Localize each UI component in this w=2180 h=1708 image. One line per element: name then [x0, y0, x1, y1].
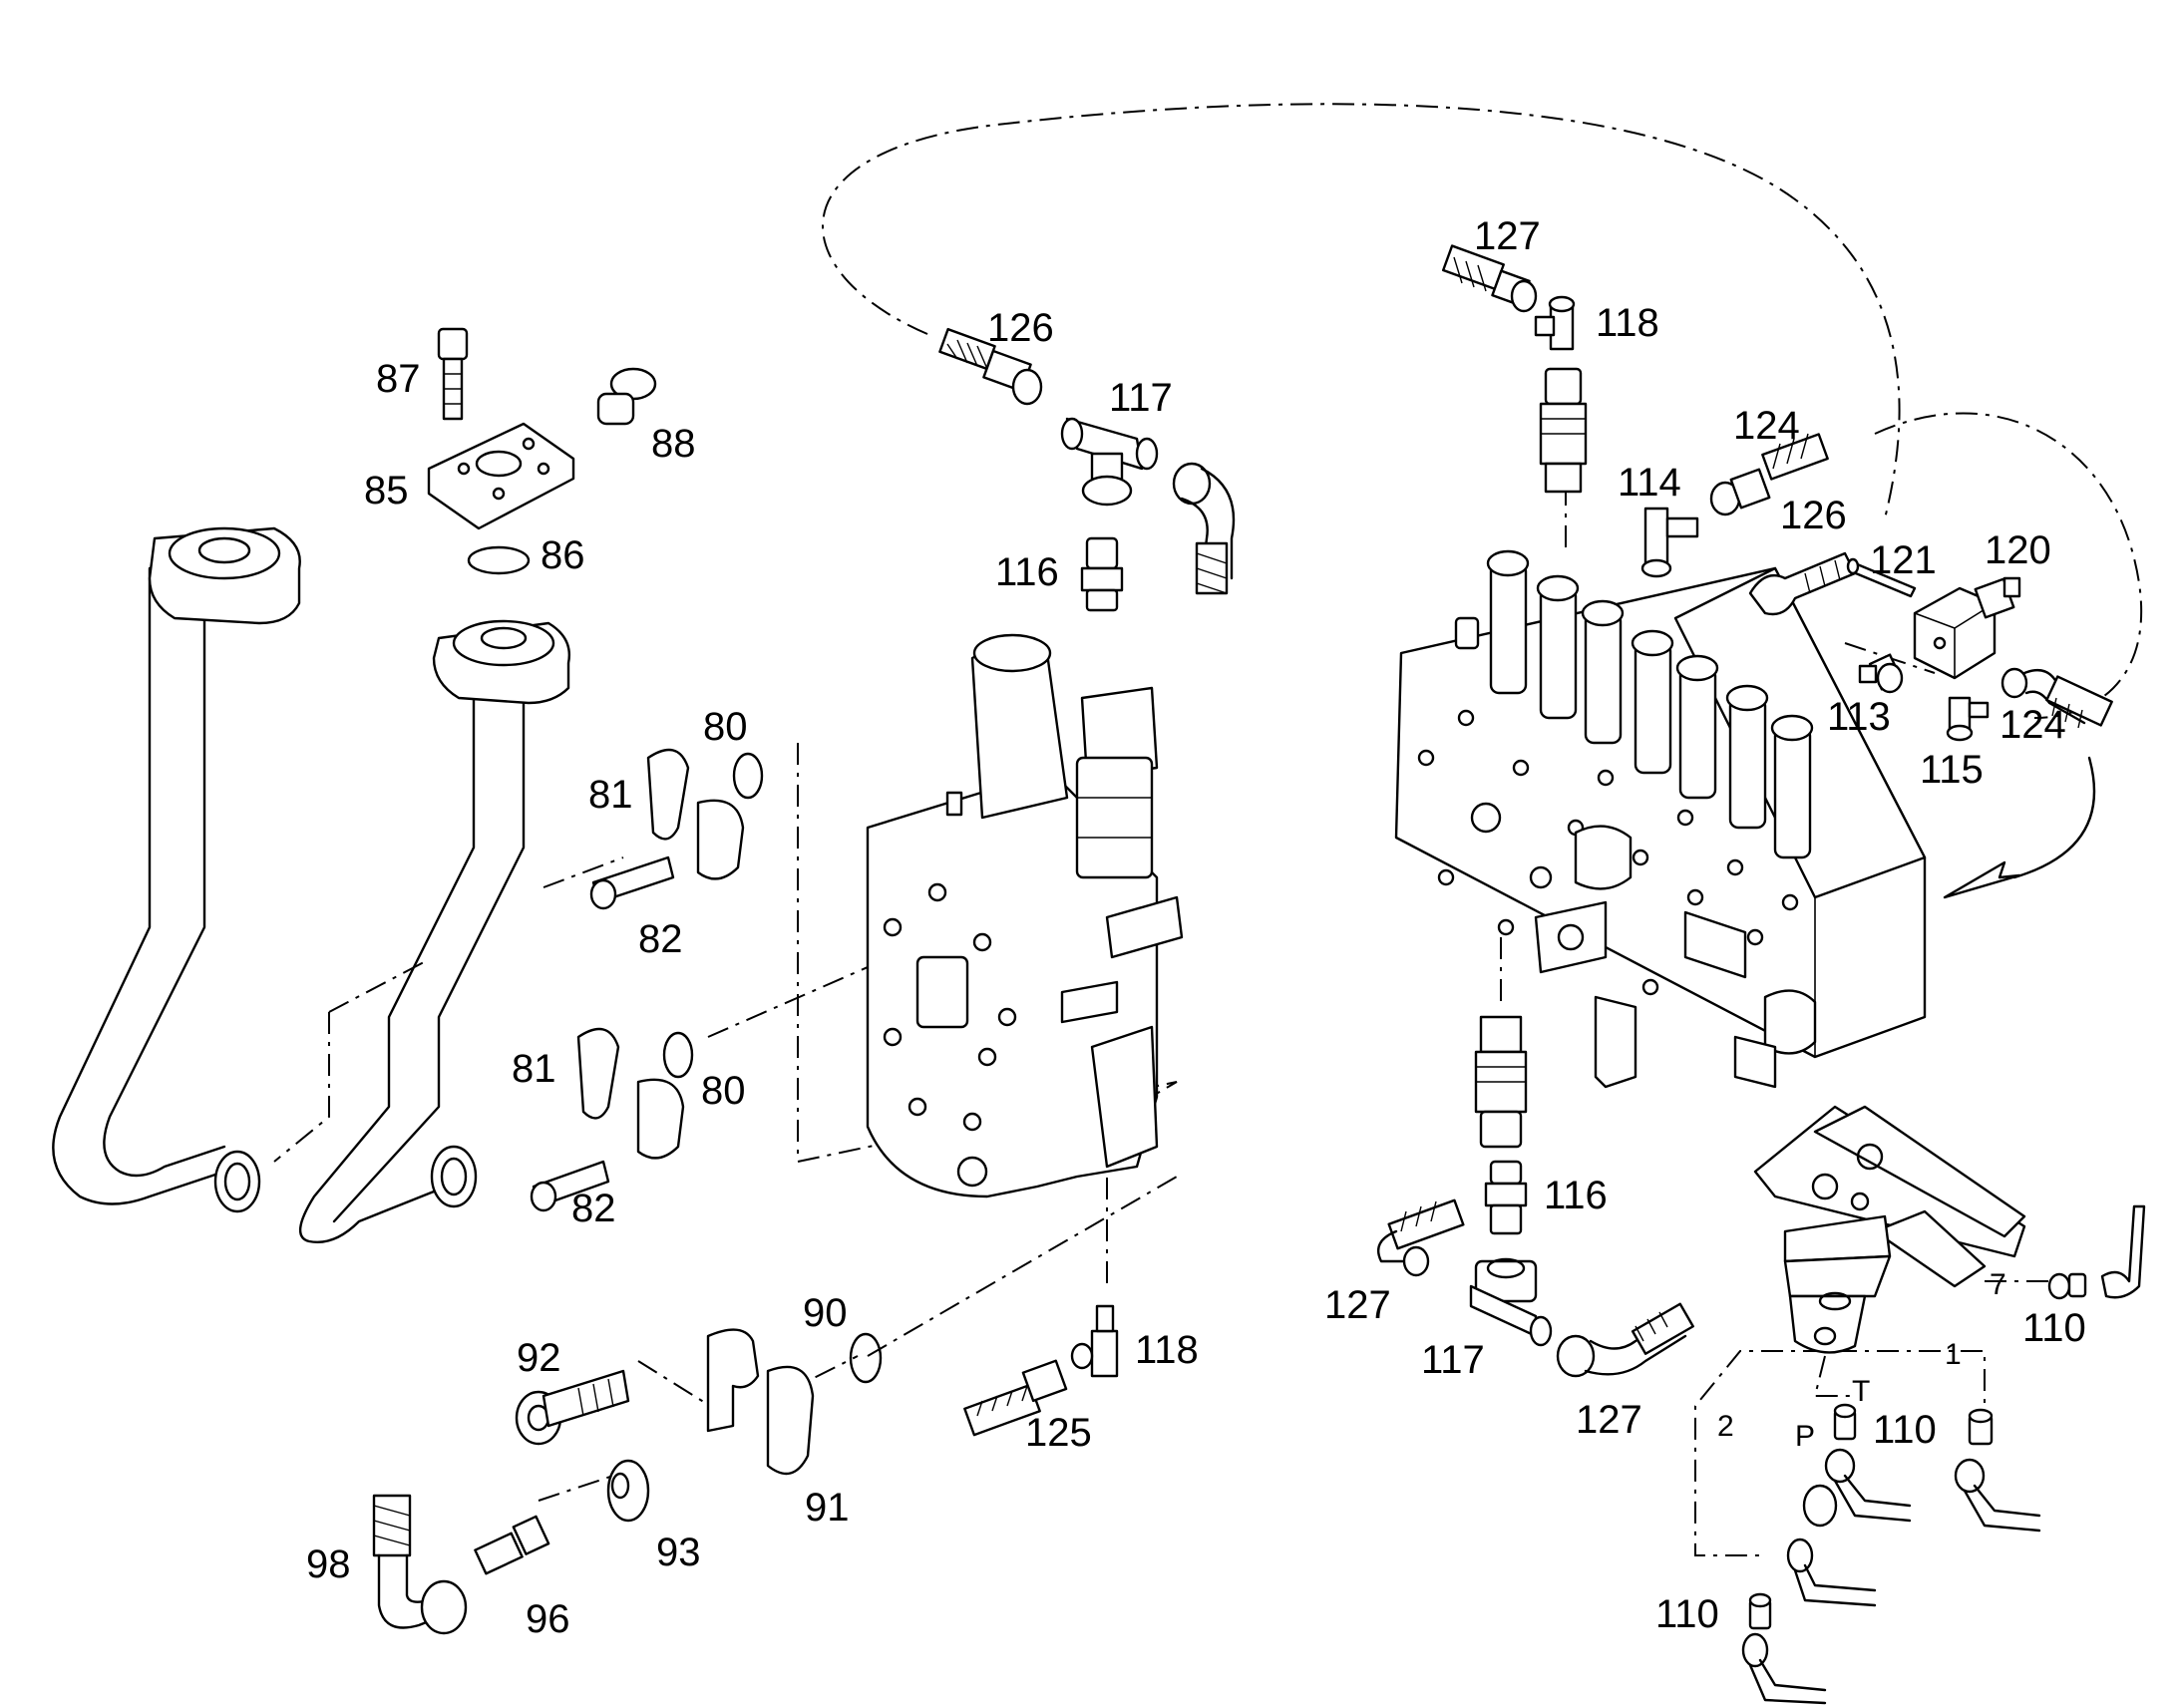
- callout-80: 80: [703, 705, 748, 749]
- fitting-116-left: [1080, 536, 1124, 612]
- o-ring-90: [849, 1332, 883, 1384]
- washer-93: [606, 1459, 650, 1523]
- o-ring-86: [467, 545, 531, 575]
- callout-91: 91: [805, 1486, 850, 1530]
- callout-98: 98: [306, 1542, 351, 1586]
- pressure-tube-left: [52, 526, 301, 1213]
- callout-110: 110: [2022, 1306, 2086, 1350]
- callout-124: 124: [1999, 703, 2066, 747]
- screw-87: [437, 327, 469, 421]
- elbow-118-top: [1534, 295, 1576, 351]
- hose-126-left: [938, 327, 1043, 406]
- callout-85: 85: [364, 469, 409, 512]
- pedal-hoses: [1741, 1448, 2041, 1705]
- callout-110: 110: [1655, 1592, 1719, 1636]
- callout-127: 127: [1324, 1283, 1391, 1327]
- elbow-hose-98: [372, 1494, 468, 1635]
- callout-81: 81: [512, 1047, 556, 1091]
- callout-86: 86: [541, 533, 585, 577]
- callout-127: 127: [1474, 214, 1541, 258]
- cartridge-lower: [1474, 1015, 1528, 1149]
- elbow-113: [1858, 653, 1904, 694]
- port-t: T: [1852, 1375, 1870, 1408]
- control-valve-multi: [1394, 549, 1927, 1089]
- callout-96: 96: [526, 1597, 570, 1641]
- valve-sections: [1486, 549, 1814, 859]
- callout-116: 116: [995, 550, 1059, 594]
- callout-114: 114: [1618, 461, 1681, 505]
- direction-arrow: [1943, 756, 2096, 899]
- callout-120: 120: [1985, 528, 2051, 572]
- hose-127-bottom: [1556, 1302, 1694, 1378]
- hose-127-mid: [1376, 1198, 1465, 1277]
- hose-124-right: [2000, 667, 2113, 729]
- tee-118-left: [1070, 1304, 1119, 1378]
- callout-80: 80: [701, 1069, 746, 1113]
- cartridge-upper: [1539, 367, 1588, 494]
- screw-92: [515, 1369, 630, 1446]
- elbow-hose-117-left: [1172, 462, 1236, 595]
- control-valve-single: [866, 633, 1184, 1198]
- callout-126: 126: [1780, 494, 1847, 537]
- port-1: 1: [1945, 1338, 1962, 1371]
- callout-82: 82: [571, 1187, 616, 1230]
- clamp-set-upper: [589, 748, 764, 910]
- port-p: P: [1795, 1420, 1815, 1453]
- callout-88: 88: [651, 422, 696, 466]
- callout-117: 117: [1421, 1338, 1485, 1382]
- callout-87: 87: [376, 357, 421, 401]
- pressure-tube-right: [299, 619, 570, 1243]
- clamp-91: [706, 1328, 815, 1476]
- tee-114: [1640, 507, 1699, 578]
- tee-115: [1946, 696, 1990, 742]
- callout-115: 115: [1920, 748, 1984, 792]
- clamp-set-lower: [530, 1027, 694, 1212]
- callout-82: 82: [638, 917, 683, 961]
- callout-118: 118: [1135, 1328, 1199, 1372]
- port-7: 7: [1990, 1268, 2006, 1301]
- callout-125: 125: [1025, 1411, 1092, 1455]
- callout-labels: 80 81 82 81 80 82 85 86 87 88 90 91 92 9…: [306, 214, 2086, 1641]
- callout-93: 93: [656, 1531, 701, 1574]
- port-2: 2: [1717, 1410, 1734, 1443]
- callout-110: 110: [1873, 1408, 1937, 1452]
- callout-113: 113: [1827, 695, 1891, 739]
- callout-127: 127: [1576, 1398, 1642, 1442]
- fittings-110: [1748, 1204, 2146, 1630]
- nipple-96: [474, 1515, 550, 1575]
- callout-92: 92: [517, 1336, 561, 1380]
- callout-126: 126: [987, 306, 1054, 350]
- fitting-116-right: [1484, 1160, 1528, 1235]
- pedal-valve: [1753, 1105, 2026, 1354]
- bolt-121: [1846, 557, 1917, 598]
- callout-81: 81: [588, 773, 633, 817]
- tee-117-left: [1060, 417, 1159, 507]
- plug-88: [596, 367, 657, 426]
- callout-124: 124: [1733, 404, 1800, 448]
- callout-118: 118: [1596, 301, 1659, 345]
- solenoid-block-120: [1913, 576, 2021, 680]
- hose-124-top: [1709, 433, 1829, 516]
- callout-116: 116: [1544, 1174, 1608, 1217]
- callout-90: 90: [803, 1291, 848, 1335]
- callout-117: 117: [1109, 376, 1173, 420]
- hose-126-right: [1748, 551, 1857, 616]
- flange-plate-85: [427, 422, 575, 530]
- hose-127-top: [1441, 244, 1538, 313]
- tee-117-right: [1469, 1257, 1553, 1347]
- callout-121: 121: [1870, 538, 1937, 582]
- valve-face-holes: [1417, 709, 1799, 996]
- hose-125: [963, 1359, 1068, 1437]
- port-marks: P T 1 2 7: [1717, 1268, 2006, 1453]
